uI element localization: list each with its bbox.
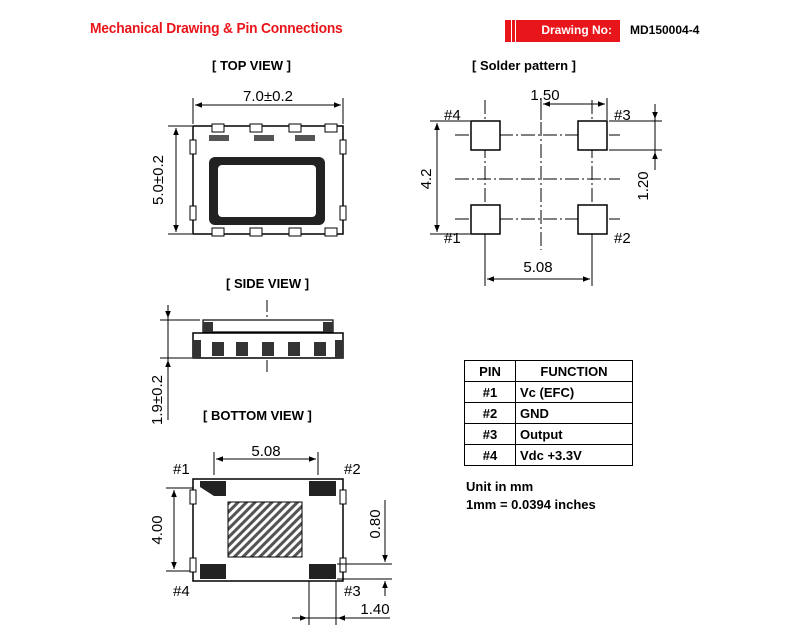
function-cell: Vc (EFC)	[515, 381, 633, 403]
band-stripe	[515, 20, 516, 42]
function-cell: GND	[515, 402, 633, 424]
top-view: [ TOP VIEW ] 7.0±0.2 5.0±0.2	[150, 58, 347, 237]
top-view-title: [ TOP VIEW ]	[212, 58, 291, 73]
solder-pad	[470, 204, 501, 235]
bottom-pin-label: #2	[344, 461, 361, 478]
bottom-pad-1	[200, 481, 226, 496]
solder-height-dimension: 4.2	[418, 169, 435, 190]
table-header-row: PIN FUNCTION	[464, 360, 633, 382]
unit-line: Unit in mm	[466, 479, 534, 494]
table-row: #2 GND	[464, 402, 633, 424]
table-row: #3 Output	[464, 423, 633, 445]
solder-top-dimension: 1.50	[530, 87, 559, 104]
bottom-view: [ BOTTOM VIEW ] 5.08 4.00 0.80	[149, 408, 392, 625]
solder-pin-label: #1	[444, 230, 461, 247]
bottom-pad-3	[309, 564, 336, 579]
solder-pin-label: #2	[614, 230, 631, 247]
solder-pad	[577, 204, 608, 235]
drawing-title: Mechanical Drawing & Pin Connections	[90, 20, 343, 37]
solder-bottom-dimension: 5.08	[523, 259, 552, 276]
bottom-pitch-dimension: 5.08	[251, 443, 280, 460]
solder-pin-label: #4	[444, 107, 461, 124]
solder-pad-size-dimension: 1.20	[635, 171, 652, 200]
pin-function-table: PIN FUNCTION #1 Vc (EFC) #2 GND #3 Outpu…	[464, 360, 633, 466]
drawing-number: MD150004-4	[630, 23, 700, 37]
column-header: PIN	[464, 360, 516, 382]
solder-pattern-title: [ Solder pattern ]	[472, 58, 576, 73]
bottom-center-pad	[227, 501, 303, 558]
side-height-dimension: 1.9±0.2	[149, 375, 166, 425]
drawing-number-label: Drawing No:	[541, 23, 612, 37]
solder-pad	[470, 120, 501, 151]
solder-pad	[577, 120, 608, 151]
pin-cell: #4	[464, 444, 516, 466]
top-height-dimension: 5.0±0.2	[150, 155, 167, 205]
bottom-height-dimension: 4.00	[149, 515, 166, 544]
bottom-pad-height-dimension: 0.80	[367, 509, 384, 538]
column-header: FUNCTION	[515, 360, 633, 382]
function-cell: Vdc +3.3V	[515, 444, 633, 466]
bottom-pad-width-dimension: 1.40	[360, 601, 389, 618]
bottom-pad-2	[309, 481, 336, 496]
conversion-line: 1mm = 0.0394 inches	[466, 497, 596, 512]
table-row: #4 Vdc +3.3V	[464, 444, 633, 466]
unit-notes: Unit in mm 1mm = 0.0394 inches	[466, 478, 596, 514]
pin-cell: #1	[464, 381, 516, 403]
table-row: #1 Vc (EFC)	[464, 381, 633, 403]
top-width-dimension: 7.0±0.2	[243, 88, 293, 105]
bottom-pin-label: #1	[173, 461, 190, 478]
function-cell: Output	[515, 423, 633, 445]
bottom-pin-label: #3	[344, 583, 361, 600]
band-stripe	[511, 20, 512, 42]
side-lid	[202, 319, 334, 333]
side-view: [ SIDE VIEW ] 1.9±0.2	[149, 276, 344, 425]
solder-pattern-view: [ Solder pattern ] 1.50 4.2	[418, 58, 662, 286]
bottom-pad-4	[200, 564, 226, 579]
bottom-pin-label: #4	[173, 583, 190, 600]
solder-pin-label: #3	[614, 107, 631, 124]
drawing-number-band: Drawing No:	[505, 20, 620, 42]
side-view-title: [ SIDE VIEW ]	[226, 276, 309, 291]
pin-cell: #3	[464, 423, 516, 445]
pin-cell: #2	[464, 402, 516, 424]
bottom-view-title: [ BOTTOM VIEW ]	[203, 408, 312, 423]
